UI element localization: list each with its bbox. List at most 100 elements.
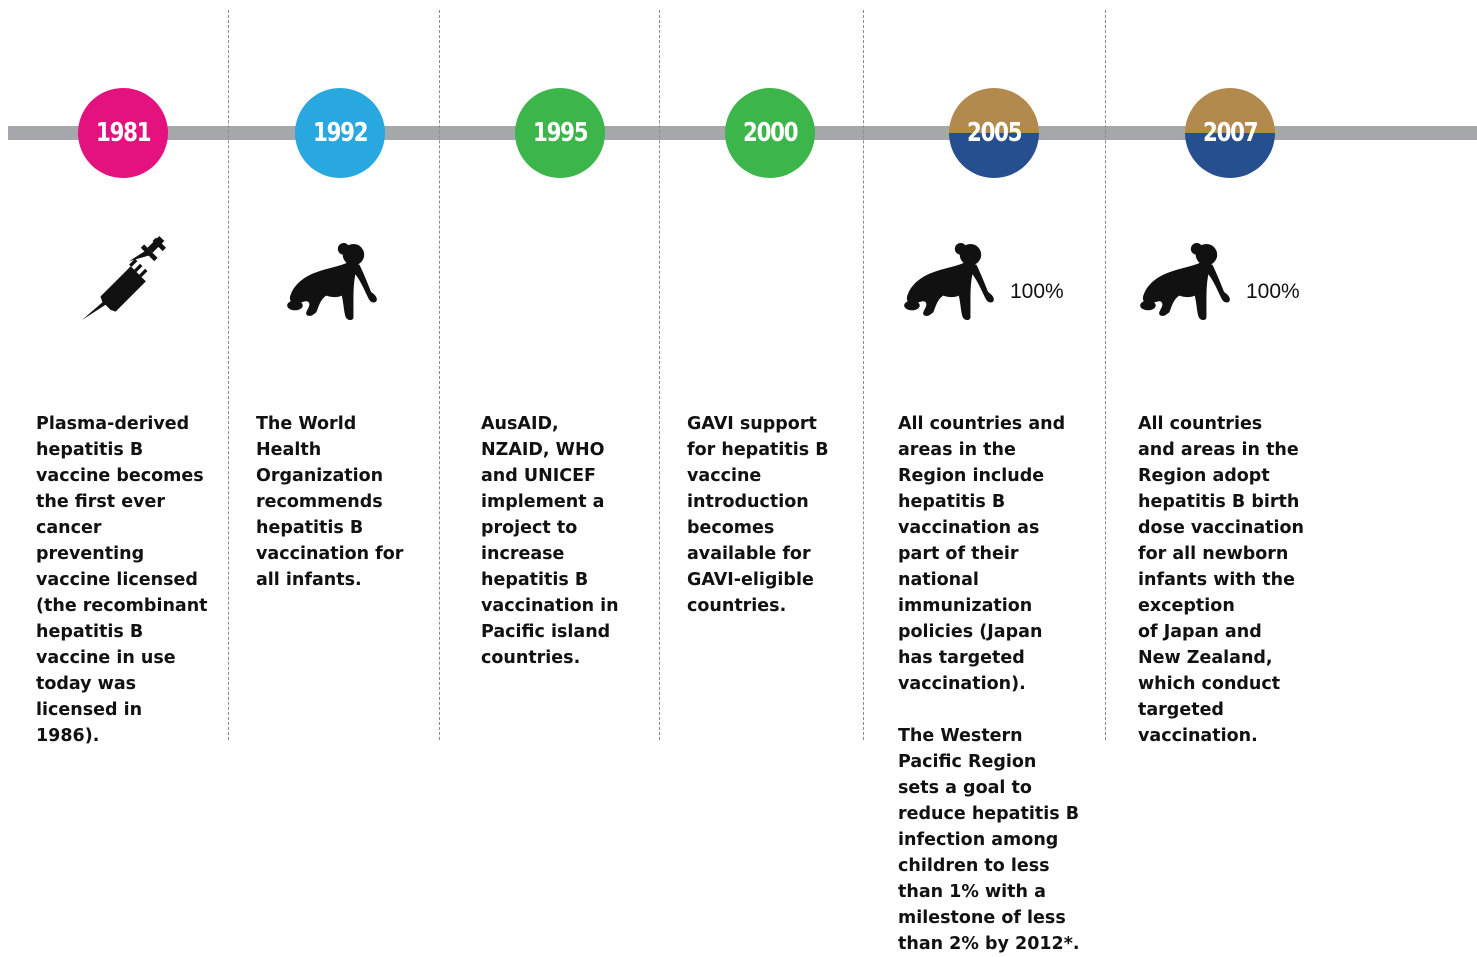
column-divider [228, 10, 229, 740]
text-line: Pacific island [481, 622, 611, 642]
percent-label: 100% [1010, 280, 1064, 303]
text-line: Pacific Region [898, 752, 1037, 772]
text-line: national [898, 570, 979, 590]
text-line: All countries [1138, 414, 1263, 434]
column-divider [659, 10, 660, 740]
text-line: countries. [687, 596, 787, 616]
crawling-baby-icon [283, 243, 381, 321]
column-divider [439, 10, 440, 740]
text-line: vaccination in [481, 596, 619, 616]
text-line: sets a goal to [898, 778, 1032, 798]
crawling-baby-icon [1136, 243, 1234, 321]
text-line: hepatitis B [898, 492, 1006, 512]
text-line: policies (Japan [898, 622, 1043, 642]
year-label: 1981 [95, 118, 152, 148]
text-line: for all newborn [1138, 544, 1289, 564]
text-line: available for [687, 544, 811, 564]
text-line: immunization [898, 596, 1033, 616]
crawling-baby-icon [900, 243, 998, 321]
text-line: areas in the [898, 440, 1016, 460]
text-line: than 1% with a [898, 882, 1046, 902]
column-divider [863, 10, 864, 740]
text-line: New Zealand, [1138, 648, 1273, 668]
text-line: exception [1138, 596, 1235, 616]
text-line: 1986). [36, 726, 100, 746]
text-line: Plasma-derived [36, 414, 190, 434]
text-line: and areas in the [1138, 440, 1299, 460]
text-line: All countries and [898, 414, 1066, 434]
text-line: vaccination). [898, 674, 1026, 694]
text-line: milestone of less [898, 908, 1066, 928]
text-line: infection among [898, 830, 1059, 850]
text-line: The World [256, 414, 357, 434]
text-line: increase [481, 544, 565, 564]
text-line: AusAID, [481, 414, 559, 434]
milestone-description: Plasma-derived hepatitis B vaccine becom… [36, 411, 208, 749]
text-line: GAVI-eligible [687, 570, 814, 590]
text-line: of Japan and [1138, 622, 1262, 642]
year-circle-2007: 2007 [1185, 88, 1275, 178]
text-line: Region adopt [1138, 466, 1270, 486]
text-line: NZAID, WHO [481, 440, 605, 460]
text-line: targeted [1138, 700, 1224, 720]
text-line: today was [36, 674, 137, 694]
text-line: has targeted [898, 648, 1025, 668]
text-line: vaccine becomes [36, 466, 204, 486]
text-line: licensed in [36, 700, 143, 720]
text-line: Region include [898, 466, 1045, 486]
text-line: vaccination. [1138, 726, 1258, 746]
year-label: 2005 [966, 118, 1023, 148]
text-line: for hepatitis B [687, 440, 829, 460]
syringe-icon [80, 236, 168, 320]
text-line: Organization [256, 466, 384, 486]
text-line: preventing [36, 544, 145, 564]
text-line: than 2% by 2012*. [898, 934, 1080, 954]
milestone-description: All countries and areas in the Region in… [898, 411, 1080, 957]
text-line: the first ever [36, 492, 166, 512]
column-divider [1105, 10, 1106, 740]
year-circle-2000: 2000 [725, 88, 815, 178]
text-line: introduction [687, 492, 809, 512]
year-label: 2007 [1202, 118, 1259, 148]
year-label: 1995 [532, 118, 589, 148]
text-line: implement a [481, 492, 605, 512]
text-line: which conduct [1138, 674, 1281, 694]
text-line: Health [256, 440, 322, 460]
text-line: vaccination as [898, 518, 1040, 538]
text-line: countries. [481, 648, 581, 668]
year-circle-1981: 1981 [78, 88, 168, 178]
text-line: infants with the [1138, 570, 1295, 590]
year-circle-1995: 1995 [515, 88, 605, 178]
text-line: hepatitis B [36, 440, 144, 460]
text-line: The Western [898, 726, 1023, 746]
text-line: and UNICEF [481, 466, 597, 486]
text-line: vaccine in use [36, 648, 176, 668]
year-circle-1992: 1992 [295, 88, 385, 178]
text-line: GAVI support [687, 414, 817, 434]
text-line: hepatitis B [256, 518, 364, 538]
text-line: vaccination for [256, 544, 404, 564]
text-line: project to [481, 518, 578, 538]
milestone-description: The World Health Organization recommends… [256, 411, 403, 593]
text-line: becomes [687, 518, 775, 538]
milestone-description: GAVI support for hepatitis B vaccine int… [687, 411, 829, 619]
text-line: dose vaccination [1138, 518, 1305, 538]
text-line: cancer [36, 518, 102, 538]
milestone-description: All countries and areas in the Region ad… [1138, 411, 1304, 749]
text-line: recommends [256, 492, 383, 512]
year-circle-2005: 2005 [949, 88, 1039, 178]
year-label: 2000 [742, 118, 799, 148]
percent-label: 100% [1246, 280, 1300, 303]
text-line: vaccine [687, 466, 762, 486]
milestone-description: AusAID, NZAID, WHO and UNICEF implement … [481, 411, 619, 671]
text-line: hepatitis B [36, 622, 144, 642]
text-line: part of their [898, 544, 1019, 564]
text-line: hepatitis B birth [1138, 492, 1300, 512]
text-line: (the recombinant [36, 596, 208, 616]
text-line: vaccine licensed [36, 570, 198, 590]
text-line: reduce hepatitis B [898, 804, 1080, 824]
year-label: 1992 [312, 118, 369, 148]
text-line: hepatitis B [481, 570, 589, 590]
text-line: all infants. [256, 570, 362, 590]
text-line: children to less [898, 856, 1050, 876]
